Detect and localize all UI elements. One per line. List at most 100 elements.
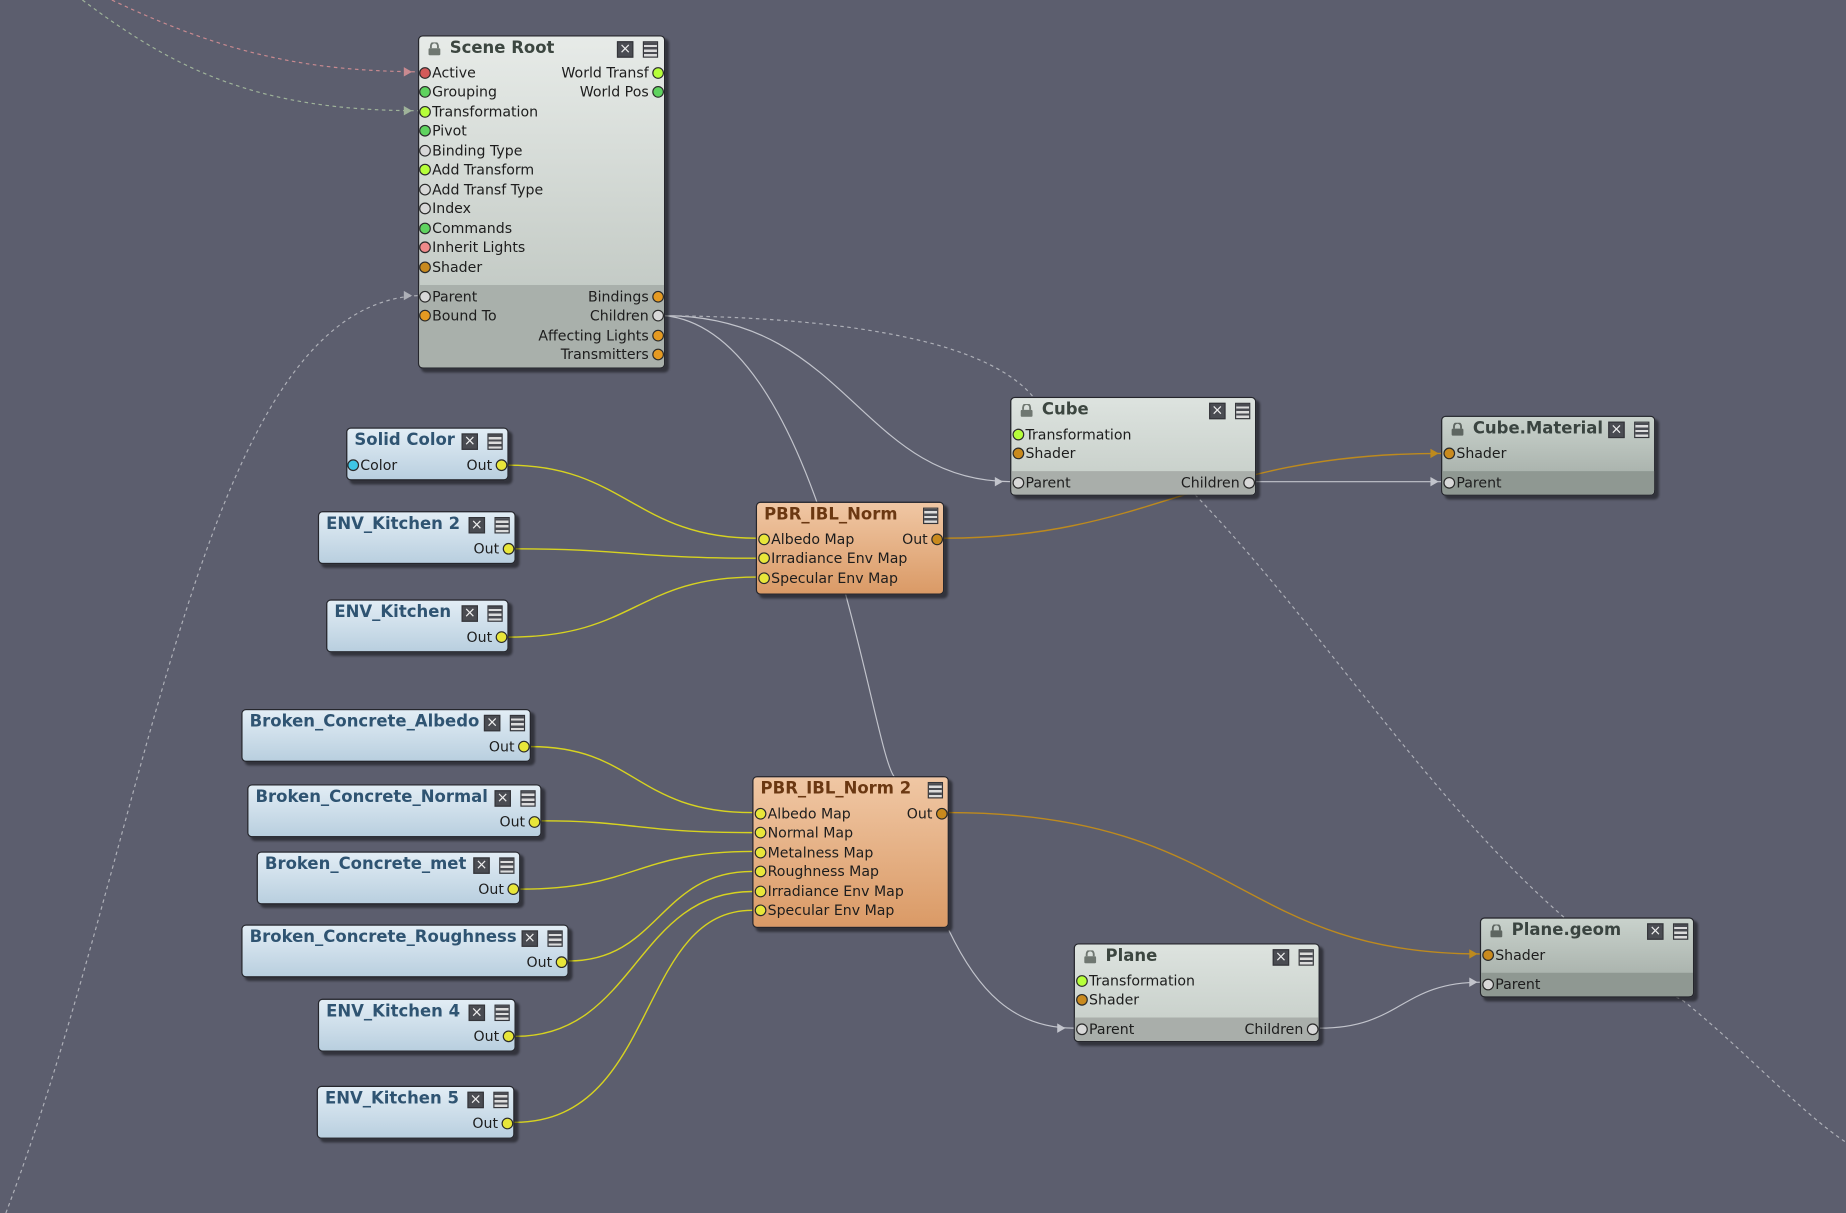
menu-icon[interactable] bbox=[547, 930, 563, 947]
menu-icon[interactable] bbox=[509, 714, 526, 732]
output-port-out[interactable]: Out bbox=[907, 804, 948, 823]
input-port-shader[interactable]: Shader bbox=[419, 258, 482, 277]
close-icon[interactable]: × bbox=[461, 605, 478, 622]
lock-icon bbox=[1084, 950, 1097, 964]
close-icon[interactable]: × bbox=[483, 715, 501, 732]
node-solid-color[interactable]: Solid Color × Color Out bbox=[346, 427, 509, 481]
close-icon[interactable]: × bbox=[1209, 403, 1226, 420]
input-port-add-transf-type[interactable]: Add Transf Type bbox=[419, 180, 543, 199]
node-env-kitchen-5[interactable]: ENV_Kitchen 5 × Out bbox=[316, 1085, 515, 1139]
node-plane[interactable]: Plane × Transformation Shader Parent Chi… bbox=[1073, 943, 1320, 1043]
input-port-transformation[interactable]: Transformation bbox=[1012, 425, 1131, 444]
input-port-transformation[interactable]: Transformation bbox=[1076, 972, 1195, 991]
output-port-out[interactable]: Out bbox=[466, 456, 508, 475]
node-plane-geom[interactable]: Plane.geom × Shader Parent bbox=[1479, 917, 1695, 998]
input-port-specular-env-map[interactable]: Specular Env Map bbox=[754, 901, 894, 920]
menu-icon[interactable] bbox=[927, 781, 944, 799]
input-port-grouping[interactable]: Grouping bbox=[419, 82, 497, 101]
input-port-normal-map[interactable]: Normal Map bbox=[754, 823, 853, 842]
node-broken-concrete-albedo[interactable]: Broken_Concrete_Albedo × Out bbox=[241, 708, 531, 762]
output-port-out[interactable]: Out bbox=[478, 880, 520, 899]
input-port-index[interactable]: Index bbox=[419, 199, 471, 218]
input-port-add-transform[interactable]: Add Transform bbox=[419, 160, 534, 179]
input-port-shader[interactable]: Shader bbox=[1443, 444, 1506, 463]
close-icon[interactable]: × bbox=[1608, 422, 1625, 439]
output-port-children[interactable]: Children bbox=[1245, 1020, 1319, 1039]
output-port-out[interactable]: Out bbox=[474, 1027, 515, 1046]
menu-icon[interactable] bbox=[487, 433, 503, 450]
node-scene-root[interactable]: Scene Root × Active Grouping Transformat… bbox=[417, 35, 666, 369]
menu-icon[interactable] bbox=[520, 790, 536, 807]
close-icon[interactable]: × bbox=[468, 1004, 486, 1022]
input-port-commands[interactable]: Commands bbox=[419, 219, 512, 238]
close-icon[interactable]: × bbox=[467, 1091, 484, 1109]
menu-icon[interactable] bbox=[494, 516, 510, 534]
output-port-transmitters[interactable]: Transmitters bbox=[561, 345, 665, 364]
close-icon[interactable]: × bbox=[473, 857, 490, 874]
input-port-inherit-lights[interactable]: Inherit Lights bbox=[419, 238, 525, 257]
close-icon[interactable]: × bbox=[1647, 923, 1664, 940]
input-port-binding-type[interactable]: Binding Type bbox=[419, 141, 522, 160]
input-port-irradiance-env-map[interactable]: Irradiance Env Map bbox=[758, 549, 907, 568]
close-icon[interactable]: × bbox=[521, 930, 539, 947]
menu-icon[interactable] bbox=[499, 857, 515, 874]
output-port-out[interactable]: Out bbox=[466, 628, 508, 647]
output-port-out[interactable]: Out bbox=[527, 953, 568, 972]
node-cube-material[interactable]: Cube.Material × Shader Parent bbox=[1441, 415, 1656, 496]
input-port-albedo-map[interactable]: Albedo Map bbox=[754, 804, 851, 823]
input-port-parent[interactable]: Parent bbox=[1443, 473, 1502, 492]
menu-icon[interactable] bbox=[642, 41, 659, 58]
input-port-transformation[interactable]: Transformation bbox=[419, 102, 538, 121]
node-pbr-ibl-norm-2[interactable]: PBR_IBL_Norm 2 Albedo Map Normal Map Met… bbox=[752, 776, 949, 929]
input-port-parent[interactable]: Parent bbox=[419, 287, 477, 306]
node-pbr-ibl-norm[interactable]: PBR_IBL_Norm Albedo Map Irradiance Env M… bbox=[755, 501, 945, 595]
menu-icon[interactable] bbox=[1298, 949, 1314, 966]
output-port-bindings[interactable]: Bindings bbox=[588, 287, 665, 306]
input-port-roughness-map[interactable]: Roughness Map bbox=[754, 862, 879, 881]
input-port-metalness-map[interactable]: Metalness Map bbox=[754, 843, 873, 862]
output-port-out[interactable]: Out bbox=[499, 813, 541, 832]
menu-icon[interactable] bbox=[493, 1091, 509, 1109]
menu-icon[interactable] bbox=[1235, 402, 1251, 420]
input-port-bound-to[interactable]: Bound To bbox=[419, 306, 497, 325]
node-env-kitchen[interactable]: ENV_Kitchen × Out bbox=[326, 599, 509, 653]
output-port-out[interactable]: Out bbox=[472, 1114, 514, 1133]
node-env-kitchen-2[interactable]: ENV_Kitchen 2 × Out bbox=[317, 511, 516, 565]
input-port-pivot[interactable]: Pivot bbox=[419, 121, 467, 140]
output-port-affecting-lights[interactable]: Affecting Lights bbox=[538, 326, 665, 345]
close-icon[interactable]: × bbox=[461, 433, 478, 450]
node-broken-concrete-met[interactable]: Broken_Concrete_met × Out bbox=[256, 851, 521, 905]
close-icon[interactable]: × bbox=[468, 517, 486, 534]
input-port-shader[interactable]: Shader bbox=[1076, 990, 1139, 1009]
input-port-parent[interactable]: Parent bbox=[1076, 1020, 1134, 1039]
input-port-parent[interactable]: Parent bbox=[1482, 975, 1540, 994]
menu-icon[interactable] bbox=[494, 1004, 510, 1022]
input-port-albedo-map[interactable]: Albedo Map bbox=[758, 530, 854, 549]
output-port-out[interactable]: Out bbox=[902, 530, 944, 549]
node-broken-concrete-normal[interactable]: Broken_Concrete_Normal × Out bbox=[247, 784, 542, 838]
close-icon[interactable]: × bbox=[494, 790, 511, 807]
menu-icon[interactable] bbox=[1672, 923, 1689, 940]
input-port-irradiance-env-map[interactable]: Irradiance Env Map bbox=[754, 882, 904, 901]
output-port-out[interactable]: Out bbox=[489, 737, 530, 756]
output-port-children[interactable]: Children bbox=[1181, 473, 1256, 492]
output-port-world-pos[interactable]: World Pos bbox=[580, 82, 665, 101]
input-port-parent[interactable]: Parent bbox=[1012, 473, 1071, 492]
output-port-out[interactable]: Out bbox=[474, 539, 515, 558]
input-port-active[interactable]: Active bbox=[419, 64, 476, 83]
node-cube[interactable]: Cube × Transformation Shader Parent Chil… bbox=[1010, 396, 1257, 496]
node-env-kitchen-4[interactable]: ENV_Kitchen 4 × Out bbox=[317, 998, 516, 1052]
menu-icon[interactable] bbox=[1634, 421, 1650, 439]
input-port-shader[interactable]: Shader bbox=[1012, 444, 1076, 463]
close-icon[interactable]: × bbox=[616, 41, 634, 58]
output-port-children[interactable]: Children bbox=[590, 306, 665, 325]
node-broken-concrete-roughness[interactable]: Broken_Concrete_Roughness × Out bbox=[241, 924, 569, 978]
input-port-shader[interactable]: Shader bbox=[1482, 946, 1545, 965]
close-icon[interactable]: × bbox=[1272, 949, 1290, 966]
output-port-world-transf[interactable]: World Transf bbox=[561, 64, 665, 83]
input-port-specular-env-map[interactable]: Specular Env Map bbox=[758, 569, 898, 588]
menu-icon[interactable] bbox=[487, 605, 503, 622]
menu-icon[interactable] bbox=[923, 507, 939, 525]
input-port-color[interactable]: Color bbox=[347, 456, 397, 475]
